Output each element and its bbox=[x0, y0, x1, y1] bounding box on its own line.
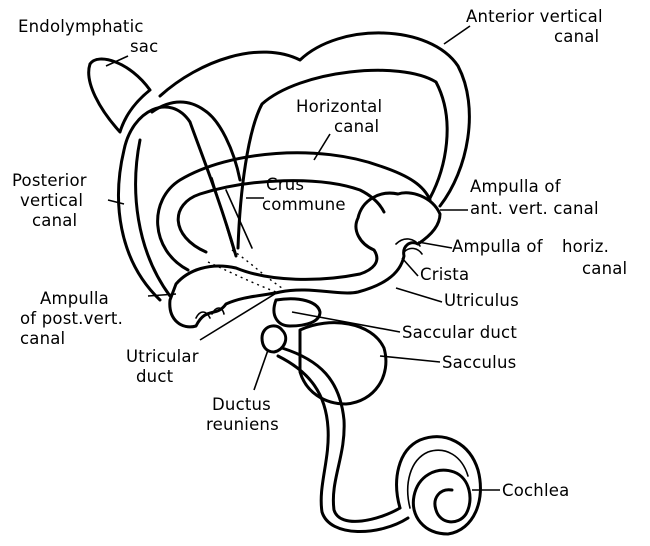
label-crista: Crista bbox=[420, 265, 469, 284]
label-crus-commune: Crus commune bbox=[262, 175, 346, 214]
cochlea-coil bbox=[397, 437, 481, 534]
label-endolymphatic-sac-line2: sac bbox=[130, 37, 158, 56]
label-utricular-duct: Utricular duct bbox=[126, 347, 204, 386]
label-anterior-vertical-canal-line1: Anterior vertical bbox=[466, 7, 603, 26]
label-ampulla-horiz-canal: Ampulla of horiz. canal bbox=[452, 237, 627, 278]
label-ampulla-horiz-line3: canal bbox=[582, 259, 627, 278]
label-ampulla-ant-line2: ant. vert. canal bbox=[470, 199, 599, 218]
leader-ampulla-horiz bbox=[418, 242, 452, 248]
leader-horizontal-canal bbox=[314, 134, 330, 160]
label-ampulla-post-vert-canal: Ampulla of post.vert. canal bbox=[20, 289, 129, 348]
label-utriculus: Utriculus bbox=[444, 291, 519, 310]
leader-saccular-duct bbox=[292, 312, 400, 332]
label-ampulla-ant-line1: Ampulla of bbox=[470, 177, 562, 196]
label-posterior-vertical-canal-line1: Posterior bbox=[12, 171, 87, 190]
label-anterior-vertical-canal-line2: canal bbox=[554, 27, 599, 46]
posterior-vertical-canal-inner2 bbox=[136, 140, 170, 296]
cochlea-coil-inner bbox=[408, 450, 468, 508]
label-horizontal-canal: Horizontal canal bbox=[296, 97, 388, 136]
label-saccular-duct: Saccular duct bbox=[402, 323, 517, 342]
endolymphatic-sac-shape bbox=[89, 59, 150, 132]
leader-anterior-canal bbox=[444, 26, 470, 44]
label-ductus-reuniens: Ductus reuniens bbox=[206, 395, 279, 434]
label-crus-commune-line1: Crus bbox=[266, 175, 304, 194]
leader-crista bbox=[402, 258, 418, 276]
ampulla-horiz-shape bbox=[396, 239, 422, 254]
leader-sacculus bbox=[380, 356, 440, 362]
label-crus-commune-line2: commune bbox=[262, 195, 346, 214]
leader-posterior-canal bbox=[108, 200, 124, 204]
label-utricular-duct-line1: Utricular bbox=[126, 347, 199, 366]
label-sacculus: Sacculus bbox=[442, 353, 516, 372]
label-endolymphatic-sac-line1: Endolymphatic bbox=[18, 17, 144, 36]
label-ampulla-post-line1: Ampulla bbox=[40, 289, 109, 308]
label-ductus-reuniens-line1: Ductus bbox=[212, 395, 271, 414]
label-anterior-vertical-canal: Anterior vertical canal bbox=[466, 7, 608, 46]
label-posterior-vertical-canal-line2: vertical bbox=[20, 191, 83, 210]
label-ductus-reuniens-line2: reuniens bbox=[206, 415, 279, 434]
label-posterior-vertical-canal-line3: canal bbox=[32, 211, 77, 230]
label-horizontal-canal-line1: Horizontal bbox=[296, 97, 382, 116]
label-ampulla-horiz-line1: Ampulla of bbox=[452, 237, 544, 256]
label-ampulla-ant-vert-canal: Ampulla of ant. vert. canal bbox=[470, 177, 599, 218]
leader-ductus-reuniens bbox=[254, 350, 268, 390]
label-ampulla-post-line3: canal bbox=[20, 329, 65, 348]
label-ampulla-horiz-line2: horiz. bbox=[562, 237, 609, 256]
label-posterior-vertical-canal: Posterior vertical canal bbox=[12, 171, 92, 230]
label-ampulla-post-line2: of post.vert. bbox=[20, 309, 123, 328]
leader-utriculus bbox=[396, 288, 442, 302]
label-endolymphatic-sac: Endolymphatic sac bbox=[18, 17, 158, 56]
label-cochlea: Cochlea bbox=[502, 481, 569, 500]
label-horizontal-canal-line2: canal bbox=[334, 117, 379, 136]
label-utricular-duct-line2: duct bbox=[136, 367, 174, 386]
